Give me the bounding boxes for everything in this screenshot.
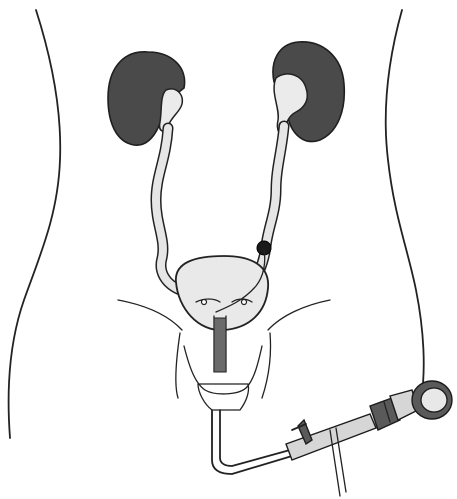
urethra bbox=[214, 316, 226, 372]
thigh-line-left bbox=[176, 333, 180, 398]
left-ureter bbox=[156, 128, 180, 290]
left-body-contour bbox=[9, 10, 61, 438]
orifice-marker-left bbox=[202, 300, 207, 305]
orifice-marker-right bbox=[242, 300, 247, 305]
ureteroscope bbox=[212, 381, 452, 496]
right-body-contour bbox=[386, 10, 424, 400]
left-groin-line bbox=[118, 300, 182, 330]
right-groin-line bbox=[268, 300, 330, 330]
glans-outline bbox=[198, 384, 249, 410]
body-outline bbox=[9, 10, 424, 440]
eyepiece-lens bbox=[421, 388, 447, 412]
scope-in-urethra bbox=[214, 318, 226, 372]
thigh-line-right bbox=[262, 333, 271, 398]
